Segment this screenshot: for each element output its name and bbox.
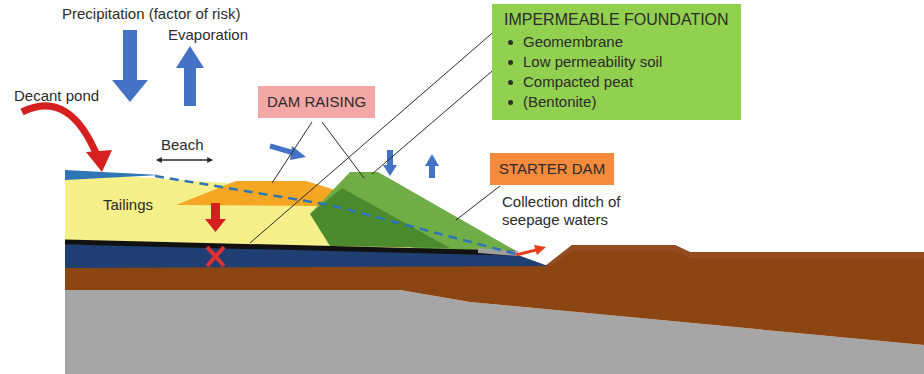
- seepage-arrow: [211, 203, 220, 221]
- bullet-item: (Bentonite): [504, 92, 729, 112]
- soil-edge: [545, 245, 924, 266]
- decant-pond-water: [65, 170, 160, 180]
- leader-line: [456, 186, 500, 220]
- phreatic-line: [155, 176, 520, 255]
- bullet-dot: [508, 80, 513, 85]
- bullet-item: Geomembrane: [504, 32, 729, 52]
- decant-pond-label: Decant pond: [14, 87, 99, 105]
- blocked-cross: [207, 247, 224, 266]
- bullet-text: Geomembrane: [523, 32, 623, 52]
- infiltration-arrowhead: [383, 165, 397, 176]
- bullet-text: Compacted peat: [523, 72, 633, 92]
- foundation-box: IMPERMEABLE FOUNDATIONGeomembraneLow per…: [492, 4, 741, 120]
- evaporation-arrow: [184, 66, 196, 106]
- soil-layer: [65, 245, 924, 345]
- dam-raising-box: DAM RAISING: [258, 86, 375, 118]
- evaporation-arrowhead: [176, 46, 204, 68]
- bullet-dot: [508, 100, 513, 105]
- impermeable-liner: [65, 242, 515, 253]
- bullet-dot: [508, 40, 513, 45]
- box-label: STARTER DAM: [499, 159, 605, 179]
- evaporation-small-arrowhead: [425, 154, 439, 166]
- dam-raising-green: [310, 172, 518, 252]
- flow-arrowhead: [290, 146, 306, 160]
- bullet-item: Compacted peat: [504, 72, 729, 92]
- leader-line: [250, 22, 505, 243]
- flow-arrow: [270, 146, 294, 153]
- leader-line: [372, 60, 505, 174]
- leader-line: [272, 122, 312, 183]
- decant-arrowhead: [86, 150, 112, 172]
- bullet-text: Low permeability soil: [523, 52, 662, 72]
- bullet-dot: [508, 60, 513, 65]
- evaporation-label: Evaporation: [168, 26, 248, 44]
- box-heading: IMPERMEABLE FOUNDATION: [504, 10, 729, 30]
- tailings-label: Tailings: [103, 196, 153, 214]
- bullet-text: (Bentonite): [523, 92, 596, 112]
- precipitation-arrow: [123, 30, 137, 82]
- bullet-item: Low permeability soil: [504, 52, 729, 72]
- beach-label: Beach: [161, 136, 204, 154]
- evaporation-small-arrow: [429, 164, 435, 178]
- seepage-arrowhead: [205, 219, 226, 232]
- box-label: DAM RAISING: [267, 92, 366, 112]
- decant-arrow: [22, 106, 98, 158]
- beach-dimension: [157, 159, 212, 161]
- outflow-arrowhead: [534, 245, 546, 255]
- precipitation-label: Precipitation (factor of risk): [62, 5, 240, 23]
- starter-dam-box: STARTER DAM: [490, 153, 614, 185]
- outflow-arrow: [516, 250, 536, 255]
- ditch-label: Collection ditch of seepage waters: [502, 193, 662, 229]
- precipitation-arrowhead: [112, 80, 148, 102]
